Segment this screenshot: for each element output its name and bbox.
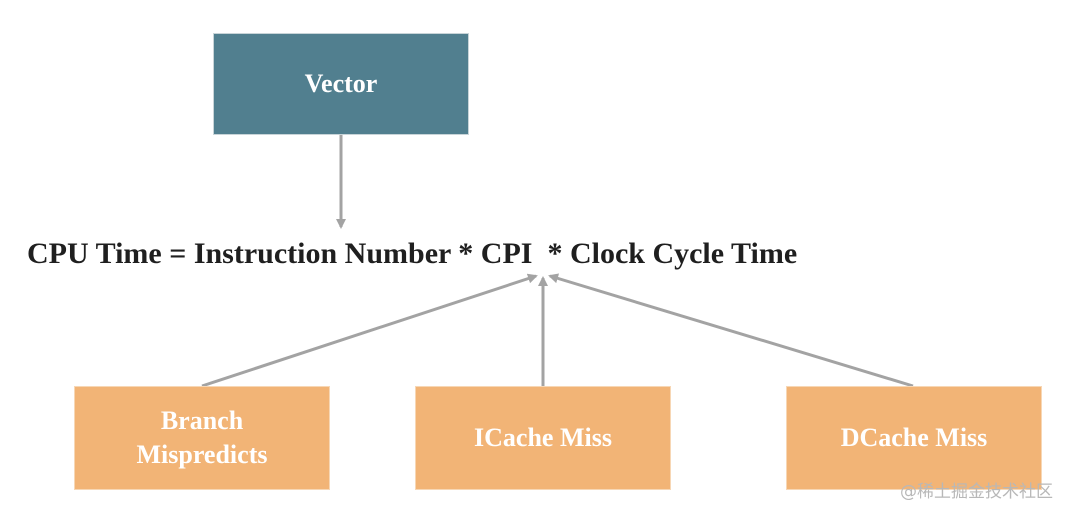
icache-miss-label: ICache Miss	[474, 423, 612, 452]
vector-box: Vector	[213, 33, 469, 135]
dcache-miss-box: DCache Miss	[786, 386, 1042, 490]
branch-mispredicts-box: Branch Mispredicts	[74, 386, 330, 490]
dcache-miss-label: DCache Miss	[840, 423, 988, 452]
branch-mispredicts-label: Branch Mispredicts	[136, 406, 268, 469]
cpu-time-formula: CPU Time = Instruction Number * CPI * Cl…	[27, 237, 798, 270]
arrow-branch-to-cpi	[201, 273, 538, 388]
vector-label: Vector	[304, 69, 378, 98]
arrow-dcache-to-cpi	[548, 273, 914, 388]
watermark: @稀土掘金技术社区	[900, 482, 1053, 502]
icache-miss-box: ICache Miss	[415, 386, 671, 490]
